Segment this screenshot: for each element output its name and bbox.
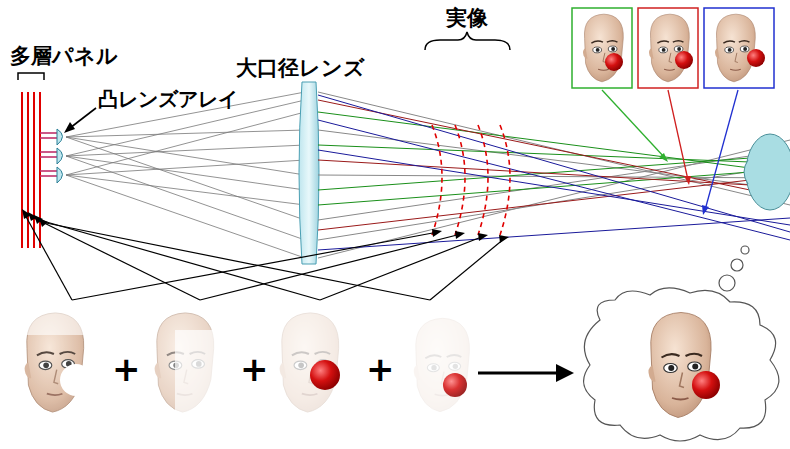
plus-sign: + (112, 350, 141, 389)
plus-sign: + (366, 350, 395, 389)
part-label: 凸レンズアレイ (98, 88, 238, 111)
part-label: 多層パネル (10, 44, 118, 68)
part-label: 実像 (446, 6, 488, 30)
part-label: 大口径レンズ (236, 56, 365, 80)
plus-sign: + (240, 350, 269, 389)
